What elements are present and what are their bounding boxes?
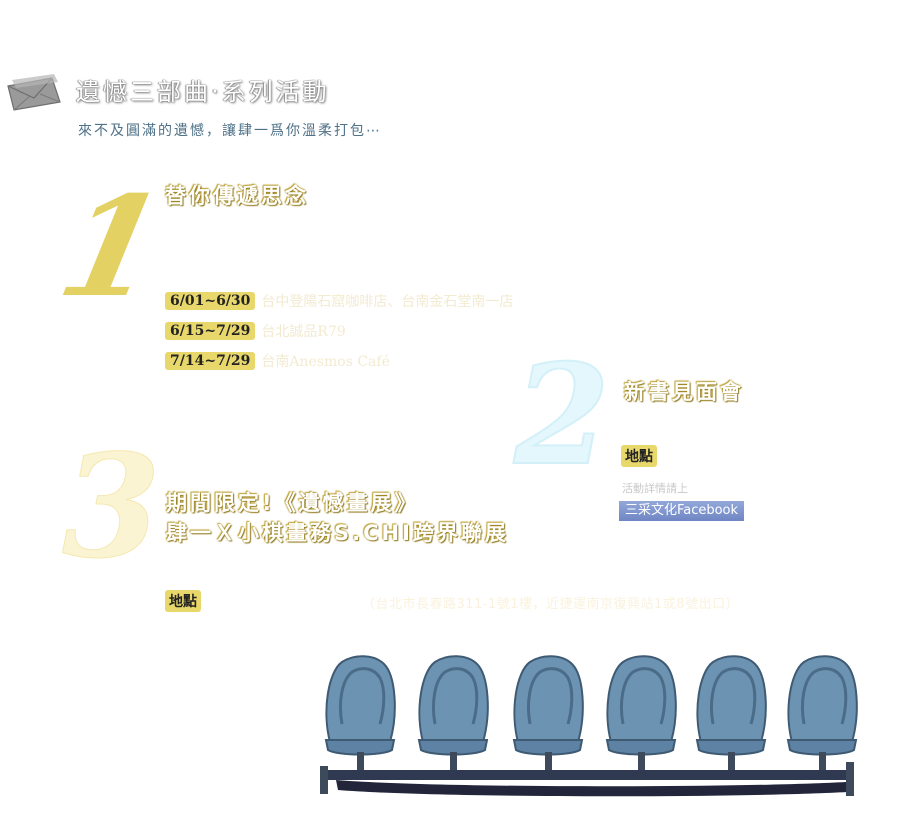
chair [324,654,397,776]
date-badge: 6/01~6/30 [165,292,256,310]
waiting-chairs-illustration [320,654,859,797]
chair [695,654,768,776]
date-row: 7/14~7/29 台南Anesmos Café [165,350,390,372]
section2-title: 新書見面會 [624,380,744,404]
details-note: 活動詳情請上 [622,482,688,495]
facebook-link[interactable]: 三采文化Facebook [619,501,744,521]
section-number-2: 2 [513,333,611,496]
venue-address: （台北市長春路311-1號1樓，近捷運南京復興站1或8號出口） [362,597,740,612]
location-label: 地點 [165,590,201,612]
date-badge: 7/14~7/29 [165,352,256,370]
section1-title: 替你傳遞思念 [165,184,309,208]
section3-title-line1: 期間限定!《遺憾畫展》 [166,491,419,515]
location-label: 地點 [621,445,657,467]
chair [417,654,490,776]
date-badge: 6/15~7/29 [165,322,256,340]
section3-title-line2: 肆一Ｘ小棋畫務S.CHI跨界聯展 [166,521,509,545]
date-place: 台中登陽石窟咖啡店、台南金石堂南一店 [261,294,514,310]
chair [605,654,678,776]
section3-title: 期間限定!《遺憾畫展》 肆一Ｘ小棋畫務S.CHI跨界聯展 [166,488,509,548]
date-row: 6/01~6/30 台中登陽石窟咖啡店、台南金石堂南一店 [165,290,513,312]
date-place: 台南Anesmos Café [261,354,390,370]
date-row: 6/15~7/29 台北誠品R79 [165,320,346,342]
chair [512,654,585,776]
section-number-3: 3 [62,424,162,590]
page-title: 遺憾三部曲‧系列活動 [76,78,330,106]
date-place: 台北誠品R79 [261,324,346,340]
envelope-icon [7,74,61,111]
page-subtitle: 來不及圓滿的遺憾，讓肆一爲你溫柔打包⋯ [78,123,382,139]
section-number-1: 1 [46,165,178,328]
chair [786,654,859,776]
